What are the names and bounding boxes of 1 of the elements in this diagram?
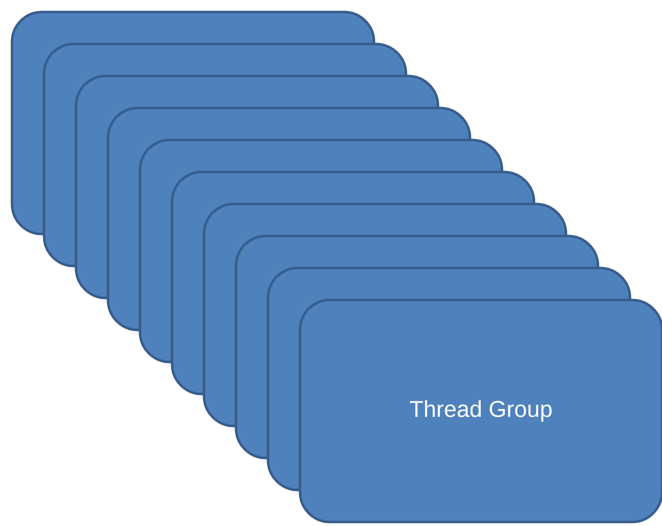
text-box: Thread Group xyxy=(298,298,662,524)
